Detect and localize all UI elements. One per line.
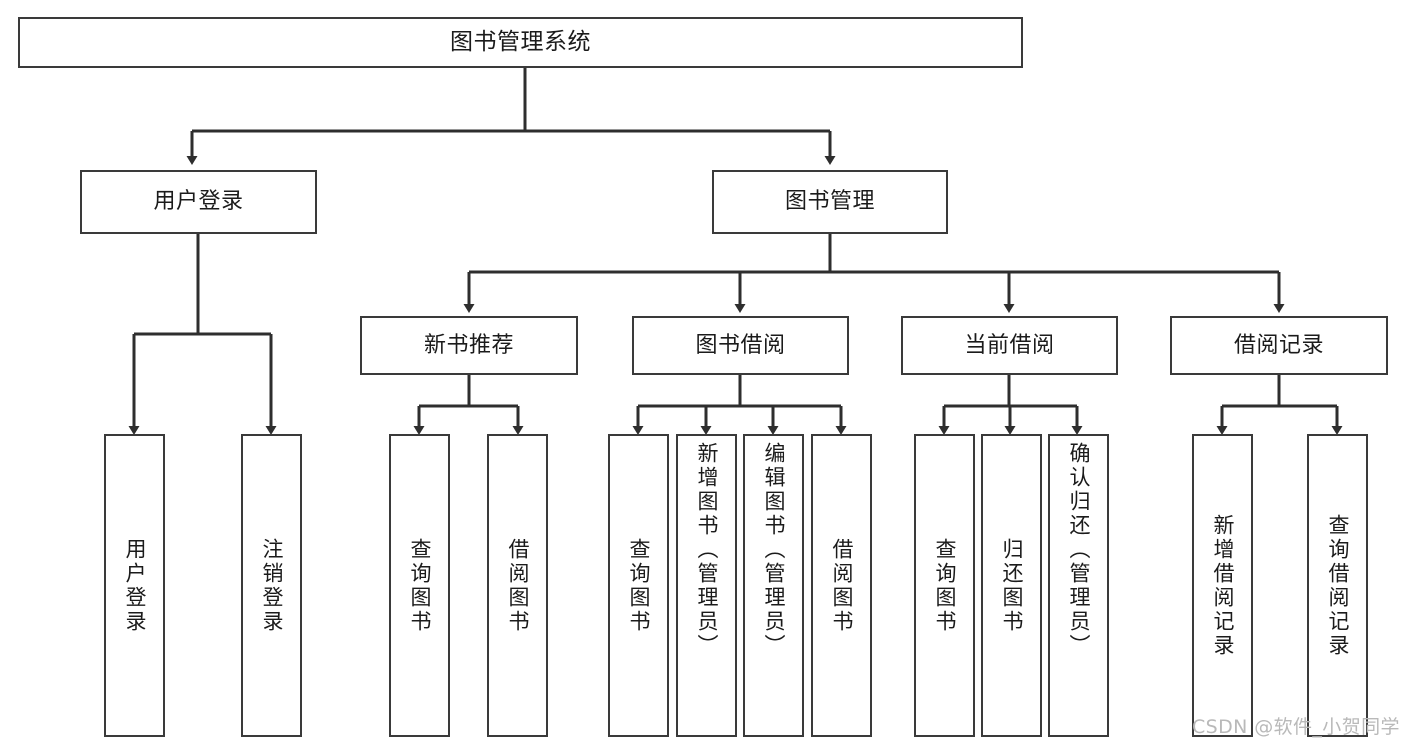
node-current-borrow[interactable]: 当前借阅 [901,316,1118,375]
node-book-borrow-label: 图书借阅 [695,332,786,358]
node-leaf-logout-label: 注销登录 [260,537,284,634]
node-leaf-query-book-1[interactable]: 查询图书 [389,434,450,737]
node-leaf-query-book-2[interactable]: 查询图书 [608,434,669,737]
node-user-login-label: 用户登录 [153,189,244,215]
node-leaf-query-book-3-label: 查询图书 [933,537,957,634]
node-leaf-add-book-label: 新增图书（管理员） [695,442,719,658]
node-user-login[interactable]: 用户登录 [80,170,317,234]
node-leaf-query-record-label: 查询借阅记录 [1326,513,1350,658]
node-borrow-record-label: 借阅记录 [1233,332,1324,358]
node-leaf-query-book-1-label: 查询图书 [408,537,432,634]
node-root-label: 图书管理系统 [450,28,591,55]
node-new-book-rec-label: 新书推荐 [423,332,514,358]
node-leaf-query-book-3[interactable]: 查询图书 [914,434,975,737]
node-book-manage[interactable]: 图书管理 [712,170,948,234]
node-leaf-confirm-return-label: 确认归还（管理员） [1067,442,1091,658]
node-leaf-user-login[interactable]: 用户登录 [104,434,165,737]
node-leaf-add-book[interactable]: 新增图书（管理员） [676,434,737,737]
node-leaf-add-record[interactable]: 新增借阅记录 [1192,434,1253,737]
node-leaf-query-record[interactable]: 查询借阅记录 [1307,434,1368,737]
node-leaf-add-record-label: 新增借阅记录 [1211,513,1235,658]
node-leaf-edit-book-label: 编辑图书（管理员） [762,442,786,658]
node-leaf-return-book-label: 归还图书 [1000,537,1024,634]
node-leaf-return-book[interactable]: 归还图书 [981,434,1042,737]
node-borrow-record[interactable]: 借阅记录 [1170,316,1388,375]
node-new-book-rec[interactable]: 新书推荐 [360,316,578,375]
node-book-borrow[interactable]: 图书借阅 [632,316,849,375]
node-current-borrow-label: 当前借阅 [964,332,1055,358]
node-leaf-borrow-book-2[interactable]: 借阅图书 [811,434,872,737]
node-leaf-borrow-book-2-label: 借阅图书 [830,537,854,634]
node-leaf-logout[interactable]: 注销登录 [241,434,302,737]
node-leaf-confirm-return[interactable]: 确认归还（管理员） [1048,434,1109,737]
node-leaf-query-book-2-label: 查询图书 [627,537,651,634]
node-leaf-edit-book[interactable]: 编辑图书（管理员） [743,434,804,737]
node-book-manage-label: 图书管理 [784,189,875,215]
node-leaf-borrow-book-1[interactable]: 借阅图书 [487,434,548,737]
node-leaf-user-login-label: 用户登录 [123,537,147,634]
node-leaf-borrow-book-1-label: 借阅图书 [506,537,530,634]
node-root[interactable]: 图书管理系统 [18,17,1023,68]
